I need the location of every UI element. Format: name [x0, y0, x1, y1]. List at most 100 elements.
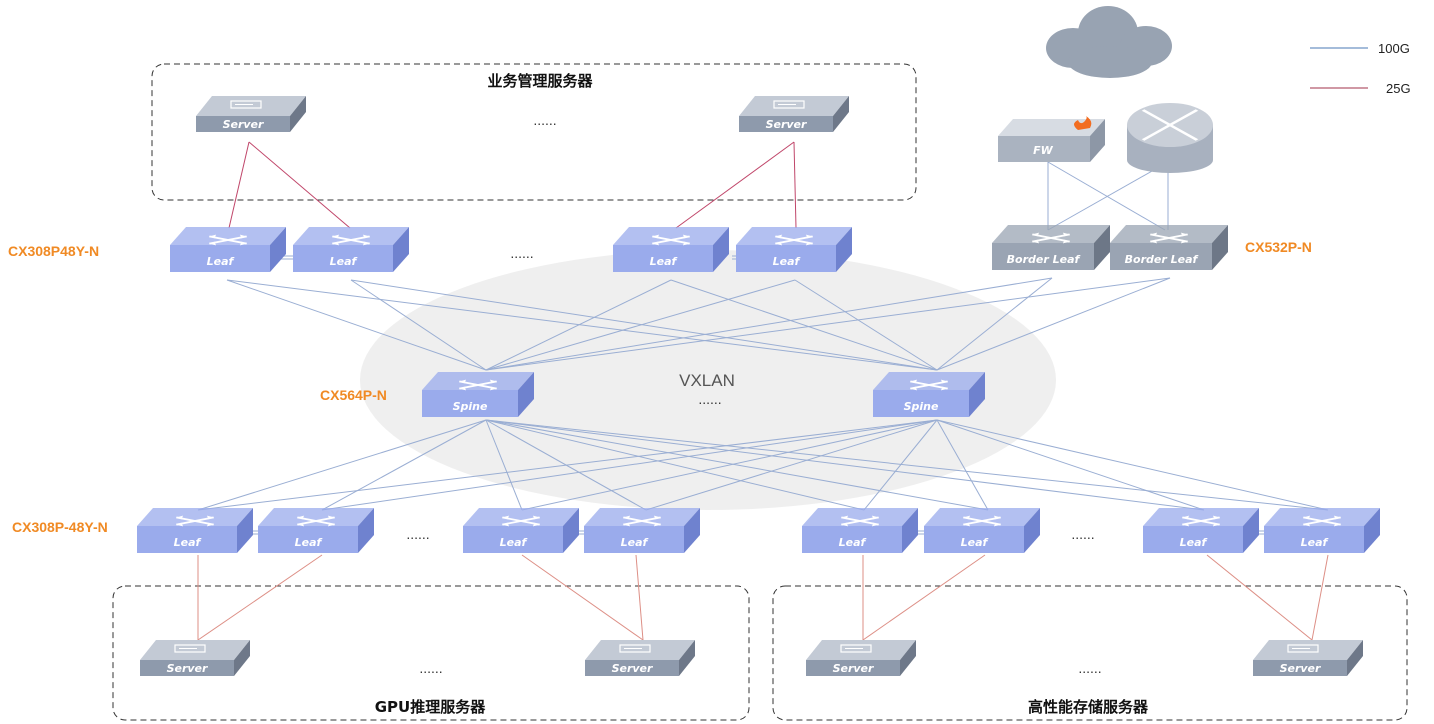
vxlan-label: VXLAN	[679, 371, 735, 390]
storage-server-ellipsis: ......	[1078, 660, 1101, 676]
spine-model-label: CX564P-N	[320, 387, 387, 403]
router-icon	[1127, 103, 1213, 173]
storage-server-1: Server	[806, 640, 916, 676]
business-group-title: 业务管理服务器	[487, 72, 593, 90]
internet-cloud-icon	[1046, 6, 1172, 78]
sto-leaf3-server2	[1206, 554, 1313, 641]
gpu-leaf-3: Leaf	[463, 508, 579, 553]
spine-0-downlink-6	[485, 419, 1205, 511]
uplink-0-spine-0	[226, 279, 487, 371]
gpu-leaf2-server1	[197, 554, 323, 641]
spine-0-downlink-4	[485, 419, 865, 511]
border-leaf-2-label: Border Leaf	[1125, 253, 1199, 266]
gpu-server-1-label: Server	[167, 662, 208, 675]
gpu-leaf-4: Leaf	[584, 508, 700, 553]
top-leaf-4-label: Leaf	[773, 255, 801, 268]
gpu-leaf4-server2	[635, 554, 644, 641]
biz-server2-leaf4	[793, 141, 797, 229]
spine-1-downlink-6	[936, 419, 1205, 511]
gpu-leaf-3-label: Leaf	[500, 536, 528, 549]
border-leaf-1-label: Border Leaf	[1007, 253, 1081, 266]
spine-1-downlink-1	[321, 419, 938, 511]
uplink-4-spine-0	[485, 277, 1053, 371]
legend-100g-label: 100G	[1378, 41, 1410, 56]
gpu-leaf-2-label: Leaf	[295, 536, 323, 549]
spine-0-downlink-0	[197, 419, 487, 511]
gpu-server-group-box	[112, 585, 750, 721]
firewall-icon: FW	[998, 116, 1105, 162]
storage-leaf-2: Leaf	[924, 508, 1040, 553]
business-server-ellipsis: ......	[533, 112, 556, 128]
top-leaf-1-label: Leaf	[207, 255, 235, 268]
firewall-label: FW	[1033, 144, 1054, 157]
links-layer	[197, 141, 1329, 641]
spine-1-label: Spine	[453, 400, 488, 413]
border-leaf-model-label: CX532P-N	[1245, 239, 1312, 255]
border-leaf-2: Border Leaf	[1110, 225, 1228, 270]
top-leaf-ellipsis: ......	[510, 245, 533, 261]
gpu-server-1: Server	[140, 640, 250, 676]
uplink-0-spine-1	[226, 279, 938, 371]
gpu-server-2: Server	[585, 640, 695, 676]
spine-0-downlink-1	[321, 419, 487, 511]
spine-ellipsis: ......	[698, 391, 721, 407]
spine-0-downlink-5	[485, 419, 989, 511]
biz-server-2: Server	[739, 96, 849, 132]
uplink-1-spine-0	[350, 279, 487, 371]
storage-server-1-label: Server	[833, 662, 874, 675]
top-leaf-3-label: Leaf	[650, 255, 678, 268]
biz-server1-leaf2	[248, 141, 351, 229]
spine-2: Spine	[873, 372, 985, 417]
storage-leaf-4-label: Leaf	[1301, 536, 1329, 549]
spine-1: Spine	[422, 372, 534, 417]
business-server-group-box	[151, 63, 917, 201]
spine-0-downlink-7	[485, 419, 1329, 511]
top-leaf-2-label: Leaf	[330, 255, 358, 268]
gpu-leaf-1: Leaf	[137, 508, 253, 553]
bottom-leaf-model-label: CX308P-48Y-N	[12, 519, 108, 535]
storage-leaf-1: Leaf	[802, 508, 918, 553]
top-leaf-3: Leaf	[613, 227, 729, 272]
storage-server-2-label: Server	[1280, 662, 1321, 675]
biz-server-1-label: Server	[223, 118, 264, 131]
legend-25g-label: 25G	[1386, 81, 1411, 96]
top-leaf-1: Leaf	[170, 227, 286, 272]
router-border-1	[1047, 161, 1169, 231]
storage-group-title: 高性能存储服务器	[1028, 698, 1149, 716]
biz-server2-leaf3	[675, 141, 795, 229]
spine-1-downlink-3	[645, 419, 938, 511]
uplink-2-spine-1	[670, 279, 938, 371]
legend: 100G 25G	[1310, 41, 1411, 96]
sto-leaf4-server2	[1311, 554, 1329, 641]
storage-leaf-3: Leaf	[1143, 508, 1259, 553]
gpu-server-2-label: Server	[612, 662, 653, 675]
uplink-1-spine-1	[350, 279, 938, 371]
uplink-2-spine-0	[485, 279, 672, 371]
biz-server1-leaf1	[228, 141, 250, 229]
storage-server-2: Server	[1253, 640, 1363, 676]
gpu-leaf-4-label: Leaf	[621, 536, 649, 549]
spine-0-downlink-2	[485, 419, 523, 511]
spine-1-downlink-5	[936, 419, 989, 511]
border-leaf-1: Border Leaf	[992, 225, 1110, 270]
sto-leaf2-server1	[862, 554, 986, 641]
gpu-leaf-1-label: Leaf	[174, 536, 202, 549]
storage-leaf-2-label: Leaf	[961, 536, 989, 549]
gpu-leaf-ellipsis: ......	[406, 526, 429, 542]
storage-leaf-4: Leaf	[1264, 508, 1380, 553]
storage-leaf-3-label: Leaf	[1180, 536, 1208, 549]
spine-1-downlink-2	[521, 419, 938, 511]
top-leaf-model-label: CX308P48Y-N	[8, 243, 99, 259]
spine-1-downlink-0	[197, 419, 938, 511]
top-leaf-4: Leaf	[736, 227, 852, 272]
spine-1-downlink-7	[936, 419, 1329, 511]
gpu-leaf-2: Leaf	[258, 508, 374, 553]
fw-border-2	[1047, 161, 1166, 231]
vxlan-overlay-region	[360, 250, 1056, 510]
gpu-leaf3-server2	[521, 554, 644, 641]
top-leaf-2: Leaf	[293, 227, 409, 272]
storage-leaf-ellipsis: ......	[1071, 526, 1094, 542]
uplink-3-spine-1	[794, 279, 938, 371]
